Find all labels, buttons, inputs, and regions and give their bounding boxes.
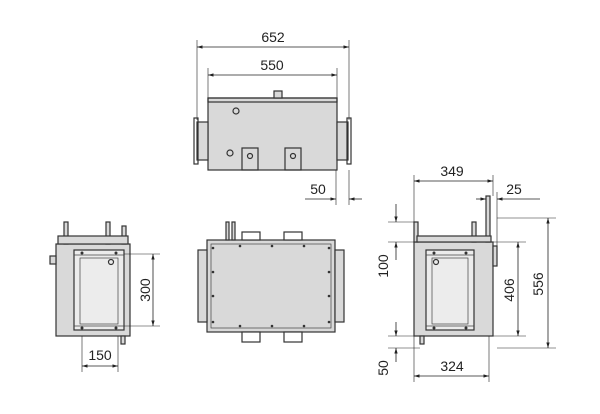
- bottom-body: [206, 239, 336, 333]
- top-bracket-left: [241, 147, 259, 171]
- top-view: 652 550 50: [193, 29, 362, 205]
- dim-front-height: 300: [137, 278, 153, 302]
- dim-side-inner-height: 406: [501, 278, 517, 302]
- dim-top-body-width: 550: [260, 57, 284, 73]
- dim-side-bottom-width: 324: [440, 358, 464, 374]
- dim-side-width: 349: [440, 163, 464, 179]
- dim-top-offset: 50: [310, 181, 326, 197]
- top-body: [207, 97, 338, 171]
- dim-side-bottom-offset: 50: [375, 360, 391, 376]
- top-spigot-left: [196, 121, 209, 161]
- top-bracket-right: [284, 147, 302, 171]
- dim-top-overall-width: 652: [261, 29, 285, 45]
- dim-front-width: 150: [88, 347, 112, 363]
- top-spigot-right: [336, 121, 349, 161]
- front-view: 300 150: [49, 221, 160, 372]
- dim-side-flange: 25: [506, 181, 522, 197]
- dim-side-height-left: 100: [375, 254, 391, 278]
- bottom-view: [197, 221, 345, 343]
- dim-side-total-height: 556: [530, 272, 546, 296]
- side-view: 349 25 100 406 556 50 324: [375, 163, 556, 382]
